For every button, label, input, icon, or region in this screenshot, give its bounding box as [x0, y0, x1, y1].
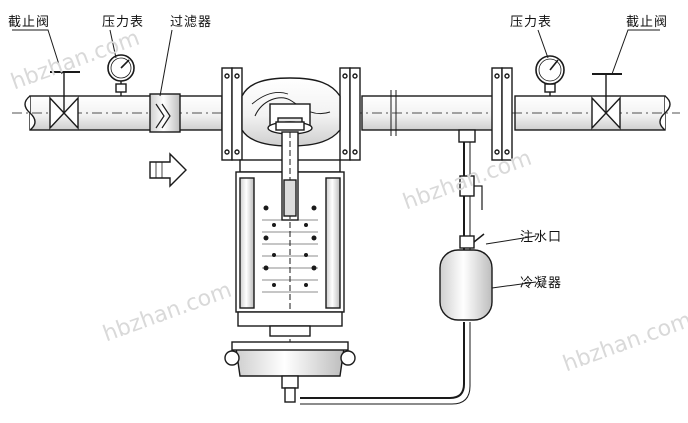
- main-pipe: [12, 90, 680, 136]
- right-flange: [491, 67, 513, 161]
- label-shutoff-valve-left: 截止阀: [8, 15, 51, 30]
- leader-lines: [12, 29, 660, 289]
- shutoff-valve-right: [591, 73, 622, 130]
- label-water-inlet: 注水口: [520, 230, 563, 245]
- label-shutoff-valve-right: 截止阀: [626, 15, 669, 30]
- valve-body: [241, 77, 341, 147]
- condenser: [439, 249, 493, 321]
- impulse-line: [300, 129, 485, 405]
- pressure-gauge-right: [535, 55, 565, 96]
- label-pressure-gauge-right: 压力表: [510, 15, 553, 30]
- flow-direction-arrow: [149, 152, 187, 188]
- label-filter: 过滤器: [170, 15, 213, 30]
- pressure-gauge-left: [107, 54, 135, 96]
- label-pressure-gauge-left: 压力表: [102, 15, 145, 30]
- shutoff-valve-left: [49, 71, 80, 130]
- actuator-housing: [235, 121, 345, 395]
- diaphragm-chamber: [224, 311, 356, 403]
- filter: [149, 93, 181, 133]
- inlet-flange: [221, 67, 243, 161]
- label-condenser: 冷凝器: [520, 276, 563, 291]
- outlet-flange: [339, 67, 361, 161]
